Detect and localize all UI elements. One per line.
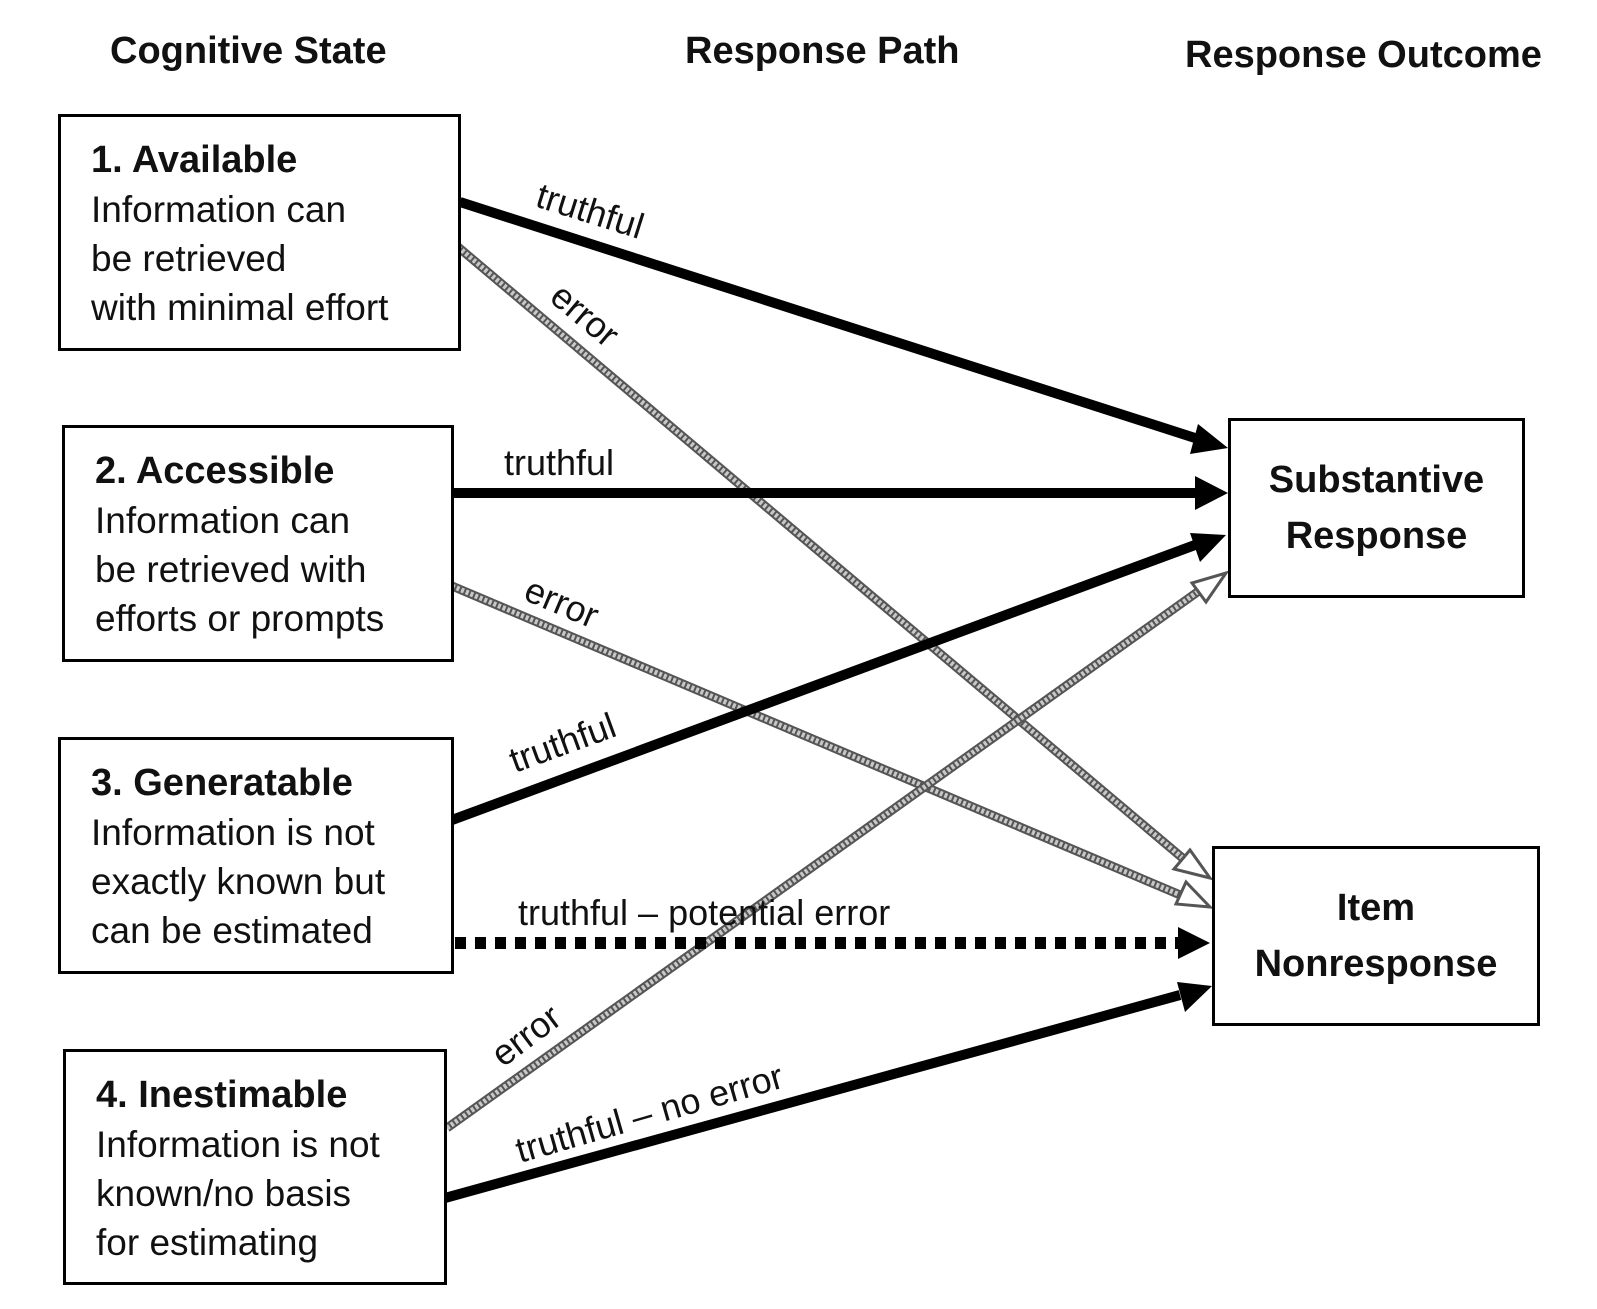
state-desc-line: Information is not xyxy=(91,812,375,853)
column-header-cognitive-state: Cognitive State xyxy=(110,30,387,72)
edge-available-truthful xyxy=(458,197,1228,454)
edge-label-generatable-potential-error: truthful – potential error xyxy=(518,892,890,933)
outcome-title-line: Nonresponse xyxy=(1254,943,1498,985)
column-header-response-outcome: Response Outcome xyxy=(1185,34,1542,76)
state-box-generatable: 3. Generatable Information is not exactl… xyxy=(58,737,454,974)
state-desc-line: with minimal effort xyxy=(91,287,389,328)
edge-inestimable-truthful xyxy=(443,982,1212,1203)
state-desc-line: for estimating xyxy=(96,1222,319,1263)
state-desc-line: be retrieved with xyxy=(95,549,367,590)
state-box-accessible: 2. Accessible Information can be retriev… xyxy=(62,425,454,662)
outcome-box-item-nonresponse: Item Nonresponse xyxy=(1212,846,1540,1026)
state-desc-line: be retrieved xyxy=(91,238,287,279)
outcome-title-line: Substantive xyxy=(1268,459,1485,501)
state-desc-line: Information is not xyxy=(96,1124,380,1165)
state-desc-line: can be estimated xyxy=(91,910,373,951)
state-title: 4. Inestimable xyxy=(96,1074,348,1116)
state-title: 2. Accessible xyxy=(95,450,335,492)
edge-label-available-error: error xyxy=(543,275,628,355)
state-box-available: 1. Available Information can be retrieve… xyxy=(58,114,461,351)
outcome-box-substantive-response: Substantive Response xyxy=(1228,418,1525,598)
column-header-response-path: Response Path xyxy=(685,30,960,72)
state-title: 3. Generatable xyxy=(91,762,353,804)
edge-generatable-truthful xyxy=(450,533,1226,825)
edge-inestimable-error xyxy=(444,570,1230,1132)
edge-available-error xyxy=(455,243,1214,881)
edge-generatable-potential-error xyxy=(455,927,1210,959)
edge-accessible-error xyxy=(450,581,1214,909)
edge-accessible-truthful xyxy=(452,476,1228,510)
state-desc-line: Information can xyxy=(91,189,347,230)
state-desc-line: Information can xyxy=(95,500,351,541)
edge-label-inestimable-error: error xyxy=(483,996,568,1074)
state-desc-line: exactly known but xyxy=(91,861,386,902)
state-title: 1. Available xyxy=(91,139,298,181)
outcome-title-line: Item xyxy=(1336,887,1416,929)
edge-label-accessible-truthful: truthful xyxy=(504,442,614,483)
state-desc-line: known/no basis xyxy=(96,1173,352,1214)
edge-label-accessible-error: error xyxy=(519,569,605,636)
edge-label-available-truthful: truthful xyxy=(532,175,649,247)
state-box-inestimable: 4. Inestimable Information is not known/… xyxy=(63,1049,447,1285)
outcome-title-line: Response xyxy=(1285,515,1468,557)
state-desc-line: efforts or prompts xyxy=(95,598,385,639)
